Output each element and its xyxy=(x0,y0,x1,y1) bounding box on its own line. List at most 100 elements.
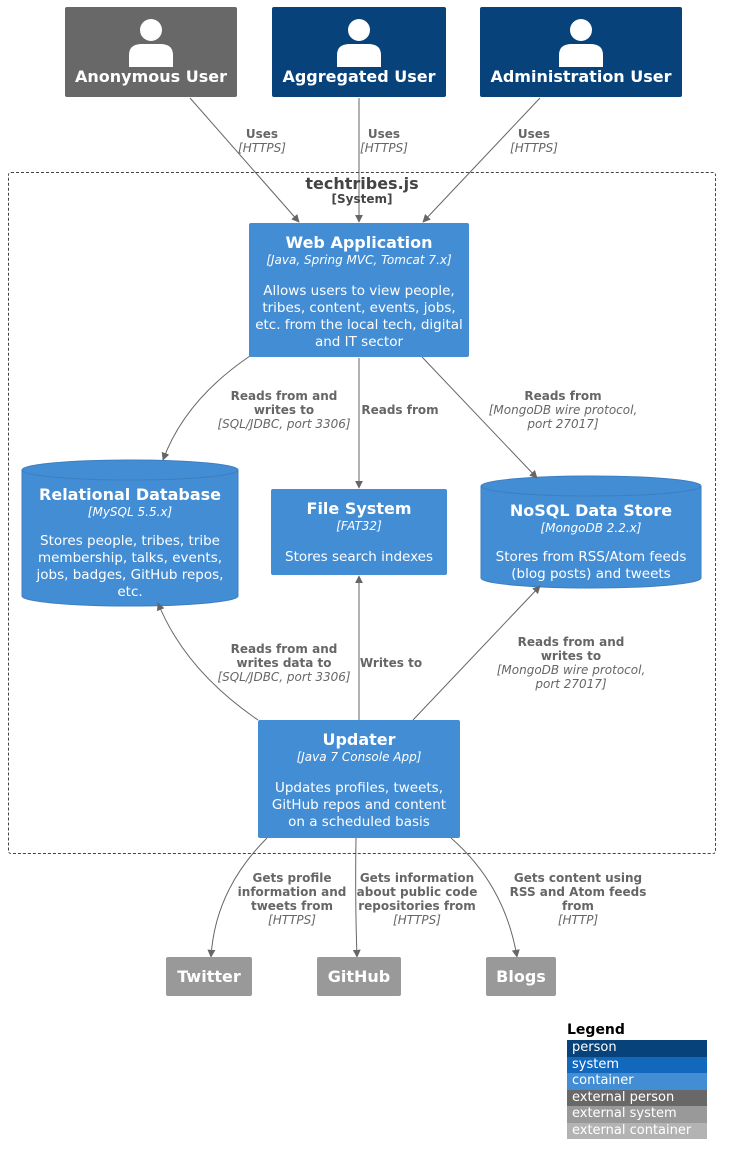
person-anonymous-user: Anonymous User xyxy=(65,7,237,97)
container-desc: Stores people, tribes, tribe membership,… xyxy=(36,533,224,600)
rel-label-tech: [SQL/JDBC, port 3306] xyxy=(217,417,351,431)
rel-label-text: Reads from and xyxy=(230,389,338,403)
rel-label-text: writes data to xyxy=(236,656,332,670)
person-name: Anonymous User xyxy=(75,67,227,86)
rel-label-anon-web: Uses [HTTPS] xyxy=(222,127,302,155)
rel-label-tech: [HTTPS] xyxy=(393,913,441,927)
rel-label-text: information and xyxy=(237,885,347,899)
person-icon xyxy=(559,19,603,67)
arrow-updater-nosql xyxy=(412,585,541,721)
rel-label-tech: [HTTP] xyxy=(557,913,599,927)
container-name: NoSQL Data Store xyxy=(509,501,673,520)
person-administration-user: Administration User xyxy=(480,7,682,97)
rel-label-tech: port 27017] xyxy=(535,677,607,691)
rel-label-text: writes to xyxy=(540,649,602,663)
container-name: Relational Database xyxy=(39,485,221,504)
rel-label-text: Gets content using xyxy=(513,871,643,885)
container-desc: Allows users to view people, tribes, con… xyxy=(255,283,463,350)
container-desc: Stores search indexes xyxy=(285,549,433,565)
boundary-title: techtribes.js xyxy=(305,174,419,193)
rel-label-tech: [HTTPS] xyxy=(360,141,408,155)
rel-label-tech: [HTTPS] xyxy=(510,141,558,155)
rel-label-text: Uses xyxy=(367,127,401,141)
external-system-twitter: Twitter xyxy=(166,957,252,996)
rel-label-admin-web: Uses [HTTPS] xyxy=(494,127,574,155)
rel-label-text: RSS and Atom feeds xyxy=(509,885,647,899)
rel-label-text: Reads from xyxy=(524,389,602,403)
rel-label-text: Reads from and xyxy=(517,635,625,649)
container-tech: [Java 7 Console App] xyxy=(296,750,422,764)
rel-label-text: Gets information xyxy=(359,871,475,885)
person-name: Aggregated User xyxy=(282,67,436,86)
rel-label-tech: [MongoDB wire protocol, xyxy=(496,663,646,677)
arrow-web-nosql xyxy=(421,356,538,479)
container-name: File System xyxy=(306,499,412,518)
rel-label-updater-nosql: Reads from and writes to [MongoDB wire p… xyxy=(486,635,656,691)
container-web-application: Web Application [Java, Spring MVC, Tomca… xyxy=(249,223,469,357)
person-aggregated-user: Aggregated User xyxy=(272,7,446,97)
rel-label-updater-relational: Reads from and writes data to [SQL/JDBC,… xyxy=(204,642,364,684)
rel-label-agg-web: Uses [HTTPS] xyxy=(344,127,424,155)
rel-label-text: tweets from xyxy=(250,899,334,913)
rel-label-web-filesystem: Reads from xyxy=(358,403,442,417)
legend-title: Legend xyxy=(567,1022,625,1038)
rel-label-text: repositories from xyxy=(358,899,476,913)
external-system-blogs: Blogs xyxy=(486,957,556,996)
rel-label-text: Writes to xyxy=(359,656,423,670)
system-boundary xyxy=(8,172,716,854)
nosql-data-store-shape xyxy=(480,475,702,589)
rel-label-tech: port 27017] xyxy=(527,417,599,431)
legend-item-external-person: external person xyxy=(567,1089,707,1106)
rel-label-tech: [MongoDB wire protocol, xyxy=(488,403,638,417)
legend-item-external-container: external container xyxy=(567,1122,707,1139)
rel-label-text: Reads from and xyxy=(230,642,338,656)
arrow-updater-github xyxy=(352,837,361,958)
boundary-type: [System] xyxy=(331,192,393,206)
container-tech: [Java, Spring MVC, Tomcat 7.x] xyxy=(266,253,452,267)
legend-item-system: system xyxy=(567,1056,707,1073)
arrow-anon-web xyxy=(189,97,300,223)
container-updater: Updater [Java 7 Console App] Updates pro… xyxy=(258,720,460,838)
rel-label-updater-blogs: Gets content using RSS and Atom feeds fr… xyxy=(503,871,653,927)
arrow-updater-twitter xyxy=(207,837,268,958)
arrow-updater-relational xyxy=(156,602,259,721)
rel-label-updater-twitter: Gets profile information and tweets from… xyxy=(230,871,354,927)
legend-item-container: container xyxy=(567,1073,707,1090)
rel-label-text: Gets profile xyxy=(252,871,332,885)
person-icon xyxy=(129,19,173,67)
container-desc: Stores from RSS/Atom feeds (blog posts) … xyxy=(495,549,687,582)
rel-label-text: Uses xyxy=(245,127,279,141)
rel-label-web-nosql: Reads from [MongoDB wire protocol, port … xyxy=(478,389,648,431)
container-relational-database: Relational Database [MySQL 5.5.x] Stores… xyxy=(22,485,238,601)
arrow-updater-blogs xyxy=(450,837,520,958)
rel-label-tech: [HTTPS] xyxy=(268,913,316,927)
relational-database-shape xyxy=(21,459,239,607)
arrow-web-relational xyxy=(161,355,251,461)
container-name: Updater xyxy=(322,730,396,749)
legend-item-person: person xyxy=(567,1040,707,1057)
rel-label-web-relational: Reads from and writes to [SQL/JDBC, port… xyxy=(204,389,364,431)
rel-label-text: writes to xyxy=(253,403,315,417)
container-desc: Updates profiles, tweets, GitHub repos a… xyxy=(271,780,447,830)
person-icon xyxy=(337,19,381,67)
container-tech: [FAT32] xyxy=(336,519,382,533)
container-nosql-data-store: NoSQL Data Store [MongoDB 2.2.x] Stores … xyxy=(481,501,701,583)
legend-item-external-system: external system xyxy=(567,1106,707,1123)
legend: Legend person system container external … xyxy=(567,1022,707,1139)
rel-label-tech: [HTTPS] xyxy=(238,141,286,155)
arrow-admin-web xyxy=(422,97,541,223)
rel-label-updater-filesystem: Writes to xyxy=(358,656,424,670)
container-file-system: File System [FAT32] Stores search indexe… xyxy=(271,489,447,575)
person-name: Administration User xyxy=(490,67,672,86)
rel-label-updater-github: Gets information about public code repos… xyxy=(352,871,482,927)
rel-label-text: Reads from xyxy=(361,403,439,417)
rel-label-text: about public code xyxy=(356,885,478,899)
external-system-github: GitHub xyxy=(317,957,401,996)
rel-label-text: Uses xyxy=(517,127,551,141)
container-tech: [MongoDB 2.2.x] xyxy=(540,521,642,535)
container-tech: [MySQL 5.5.x] xyxy=(87,505,173,519)
rel-label-tech: [SQL/JDBC, port 3306] xyxy=(217,670,351,684)
rel-label-text: from xyxy=(562,899,594,913)
container-name: Web Application xyxy=(285,233,433,252)
